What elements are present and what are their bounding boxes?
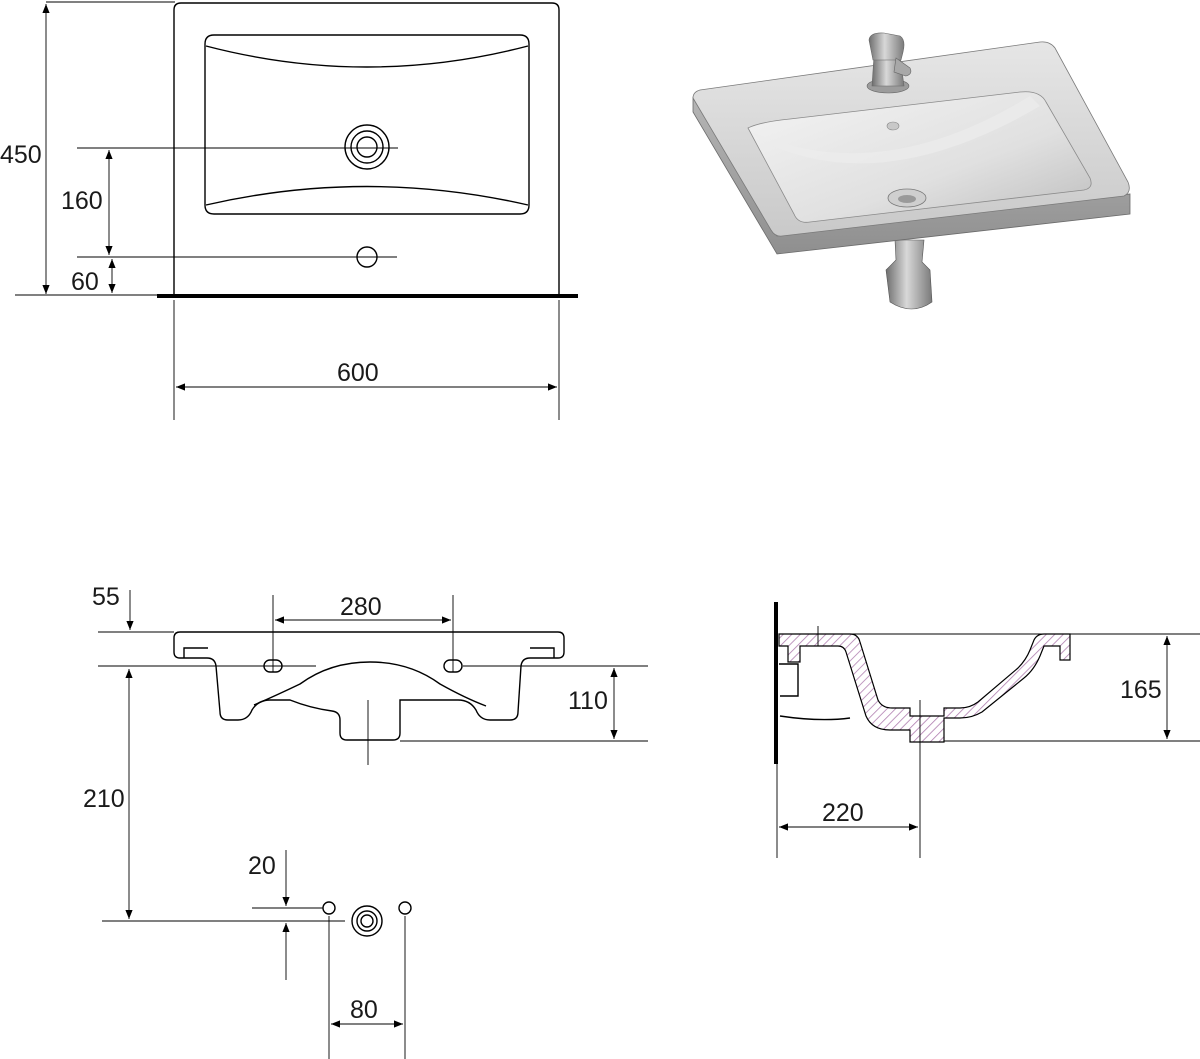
dim-450: 450 bbox=[0, 141, 42, 169]
wall-fixings-view: 20 80 bbox=[102, 850, 412, 1059]
basin-outline-top bbox=[173, 2, 560, 296]
drain-hole bbox=[344, 124, 390, 170]
section-hatch bbox=[778, 633, 1071, 743]
bowl-rim-lower bbox=[205, 185, 529, 206]
dim-600: 600 bbox=[337, 359, 379, 387]
fixing-hole-left bbox=[322, 901, 336, 915]
waste-outlet bbox=[351, 905, 383, 937]
dim-80: 80 bbox=[350, 996, 378, 1024]
basin-front-side bbox=[692, 96, 1131, 255]
front-view: 55 280 110 210 bbox=[83, 583, 648, 919]
bowl-outline-top bbox=[204, 34, 530, 215]
basin-profile-front bbox=[173, 631, 565, 741]
dim-210: 210 bbox=[83, 785, 125, 813]
dim-160: 160 bbox=[61, 187, 103, 215]
render-overflow bbox=[886, 121, 900, 131]
top-view: 450 160 60 600 bbox=[0, 1, 578, 420]
dim-55: 55 bbox=[92, 583, 120, 611]
dim-220: 220 bbox=[822, 799, 864, 827]
dim-60: 60 bbox=[71, 268, 99, 296]
faucet bbox=[866, 32, 912, 94]
fixing-hole-right bbox=[398, 901, 412, 915]
dim-280: 280 bbox=[340, 593, 382, 621]
side-section-view: 165 220 bbox=[774, 602, 1200, 858]
basin-inner-arch bbox=[253, 661, 487, 707]
dim-165: 165 bbox=[1120, 676, 1162, 704]
bowl-rim-upper bbox=[205, 45, 529, 68]
dim-20: 20 bbox=[248, 852, 276, 880]
basin-render bbox=[692, 32, 1131, 310]
siphon bbox=[885, 239, 933, 310]
dim-110: 110 bbox=[568, 687, 608, 715]
